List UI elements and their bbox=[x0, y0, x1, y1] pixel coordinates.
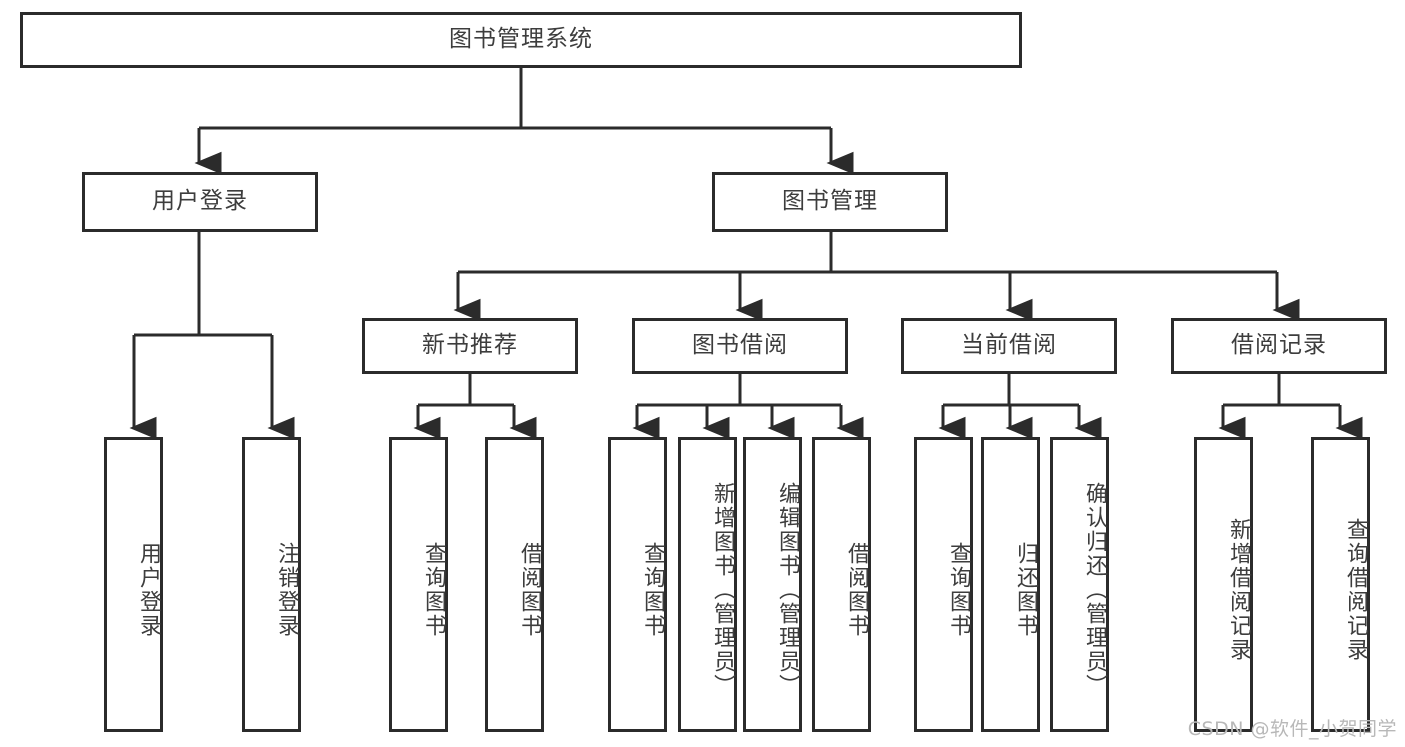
node-new-book-recommend[interactable]: 新书推荐 bbox=[362, 318, 578, 374]
node-book-borrow-label: 图书借阅 bbox=[692, 332, 788, 359]
node-new-book-recommend-label: 新书推荐 bbox=[422, 332, 518, 359]
node-leaf-record-add[interactable]: 新增借阅记录 bbox=[1194, 437, 1253, 732]
node-leaf-current-query-book-label: 查询图书 bbox=[946, 541, 971, 638]
node-leaf-record-query-label: 查询借阅记录 bbox=[1343, 517, 1368, 662]
node-leaf-current-return-book-label: 归还图书 bbox=[1013, 541, 1038, 638]
node-leaf-recommend-borrow-book[interactable]: 借阅图书 bbox=[485, 437, 544, 732]
node-leaf-logout-label: 注销登录 bbox=[274, 541, 299, 638]
node-current-borrow-label: 当前借阅 bbox=[961, 332, 1057, 359]
node-leaf-user-login[interactable]: 用户登录 bbox=[104, 437, 163, 732]
node-current-borrow[interactable]: 当前借阅 bbox=[901, 318, 1117, 374]
node-leaf-borrow-edit-book-label: 编辑图书（管理员） bbox=[775, 481, 800, 698]
node-leaf-current-confirm-return[interactable]: 确认归还（管理员） bbox=[1050, 437, 1109, 732]
node-book-borrow[interactable]: 图书借阅 bbox=[632, 318, 848, 374]
node-leaf-recommend-borrow-book-label: 借阅图书 bbox=[517, 541, 542, 638]
node-leaf-borrow-borrow-book[interactable]: 借阅图书 bbox=[812, 437, 871, 732]
node-leaf-borrow-borrow-book-label: 借阅图书 bbox=[844, 541, 869, 638]
node-root-label: 图书管理系统 bbox=[449, 26, 593, 53]
node-leaf-current-query-book[interactable]: 查询图书 bbox=[914, 437, 973, 732]
node-leaf-current-return-book[interactable]: 归还图书 bbox=[981, 437, 1040, 732]
node-leaf-logout[interactable]: 注销登录 bbox=[242, 437, 301, 732]
node-user-login[interactable]: 用户登录 bbox=[82, 172, 318, 232]
node-leaf-borrow-query-book-label: 查询图书 bbox=[640, 541, 665, 638]
node-book-manage-label: 图书管理 bbox=[782, 188, 878, 215]
node-leaf-recommend-query-book-label: 查询图书 bbox=[421, 541, 446, 638]
node-leaf-borrow-add-book-label: 新增图书（管理员） bbox=[710, 481, 735, 698]
node-borrow-record-label: 借阅记录 bbox=[1231, 332, 1327, 359]
node-leaf-borrow-add-book[interactable]: 新增图书（管理员） bbox=[678, 437, 737, 732]
node-leaf-borrow-edit-book[interactable]: 编辑图书（管理员） bbox=[743, 437, 802, 732]
node-leaf-recommend-query-book[interactable]: 查询图书 bbox=[389, 437, 448, 732]
node-leaf-borrow-query-book[interactable]: 查询图书 bbox=[608, 437, 667, 732]
node-leaf-user-login-label: 用户登录 bbox=[136, 541, 161, 638]
node-leaf-record-add-label: 新增借阅记录 bbox=[1226, 517, 1251, 662]
node-root[interactable]: 图书管理系统 bbox=[20, 12, 1022, 68]
node-leaf-current-confirm-return-label: 确认归还（管理员） bbox=[1082, 481, 1107, 698]
node-book-manage[interactable]: 图书管理 bbox=[712, 172, 948, 232]
node-leaf-record-query[interactable]: 查询借阅记录 bbox=[1311, 437, 1370, 732]
node-user-login-label: 用户登录 bbox=[152, 188, 248, 215]
watermark: CSDN @软件_小贺同学 bbox=[1187, 718, 1397, 740]
node-borrow-record[interactable]: 借阅记录 bbox=[1171, 318, 1387, 374]
